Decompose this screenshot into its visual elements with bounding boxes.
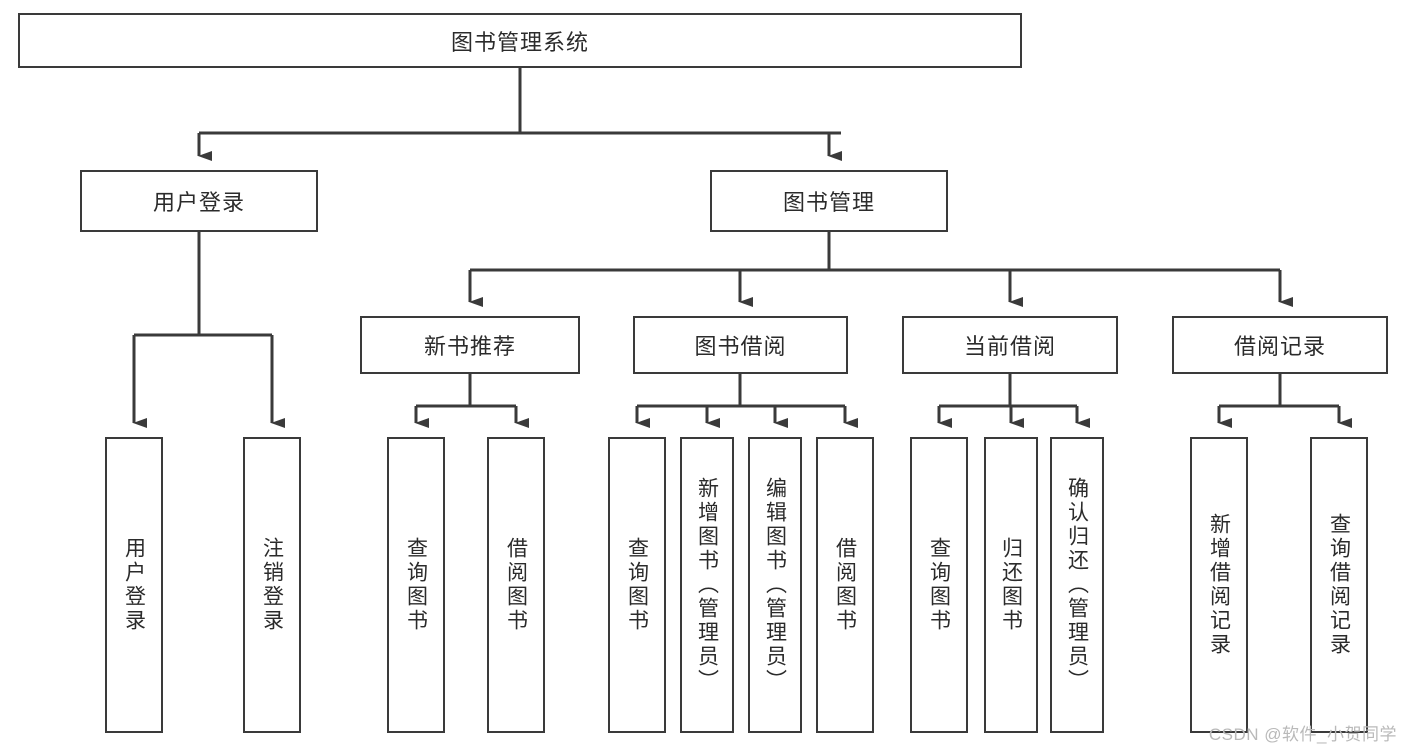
node-leaf-query-book-1[interactable]: 查询图书 xyxy=(387,437,445,733)
node-borrow-record-label: 借阅记录 xyxy=(1233,334,1326,359)
node-leaf-query-record-label: 查询借阅记录 xyxy=(1327,513,1351,657)
node-user-login-label: 用户登录 xyxy=(152,190,245,215)
node-leaf-add-book[interactable]: 新增图书（管理员） xyxy=(680,437,734,733)
node-current-borrow-label: 当前借阅 xyxy=(963,334,1056,359)
node-leaf-user-login-label: 用户登录 xyxy=(122,537,146,633)
node-book-borrow-label: 图书借阅 xyxy=(694,334,787,359)
node-leaf-add-book-label: 新增图书（管理员） xyxy=(695,477,719,693)
node-borrow-record[interactable]: 借阅记录 xyxy=(1172,316,1388,374)
node-leaf-borrow-book-2-label: 借阅图书 xyxy=(833,537,857,633)
node-leaf-add-record-label: 新增借阅记录 xyxy=(1207,513,1231,657)
node-leaf-confirm-return[interactable]: 确认归还（管理员） xyxy=(1050,437,1104,733)
node-new-book-rec-label: 新书推荐 xyxy=(423,334,516,359)
node-book-manage[interactable]: 图书管理 xyxy=(710,170,948,232)
node-leaf-edit-book-label: 编辑图书（管理员） xyxy=(763,477,787,693)
node-leaf-return-book-label: 归还图书 xyxy=(999,537,1023,633)
node-leaf-borrow-book-1[interactable]: 借阅图书 xyxy=(487,437,545,733)
node-leaf-query-book-2[interactable]: 查询图书 xyxy=(608,437,666,733)
node-book-manage-label: 图书管理 xyxy=(782,190,875,215)
node-leaf-query-record[interactable]: 查询借阅记录 xyxy=(1310,437,1368,733)
node-leaf-user-login[interactable]: 用户登录 xyxy=(105,437,163,733)
node-leaf-borrow-book-2[interactable]: 借阅图书 xyxy=(816,437,874,733)
node-root[interactable]: 图书管理系统 xyxy=(18,13,1022,68)
node-leaf-return-book[interactable]: 归还图书 xyxy=(984,437,1038,733)
node-leaf-add-record[interactable]: 新增借阅记录 xyxy=(1190,437,1248,733)
node-leaf-logout[interactable]: 注销登录 xyxy=(243,437,301,733)
node-new-book-rec[interactable]: 新书推荐 xyxy=(360,316,580,374)
node-leaf-query-book-1-label: 查询图书 xyxy=(404,537,428,633)
node-user-login[interactable]: 用户登录 xyxy=(80,170,318,232)
node-leaf-borrow-book-1-label: 借阅图书 xyxy=(504,537,528,633)
node-leaf-edit-book[interactable]: 编辑图书（管理员） xyxy=(748,437,802,733)
node-current-borrow[interactable]: 当前借阅 xyxy=(902,316,1118,374)
node-leaf-confirm-return-label: 确认归还（管理员） xyxy=(1065,477,1089,693)
watermark-text: CSDN @软件_小贺同学 xyxy=(1208,725,1397,744)
node-leaf-query-book-2-label: 查询图书 xyxy=(625,537,649,633)
node-book-borrow[interactable]: 图书借阅 xyxy=(633,316,848,374)
node-root-label: 图书管理系统 xyxy=(450,29,589,55)
node-leaf-query-book-3[interactable]: 查询图书 xyxy=(910,437,968,733)
node-leaf-query-book-3-label: 查询图书 xyxy=(927,537,951,633)
node-leaf-logout-label: 注销登录 xyxy=(260,537,284,633)
